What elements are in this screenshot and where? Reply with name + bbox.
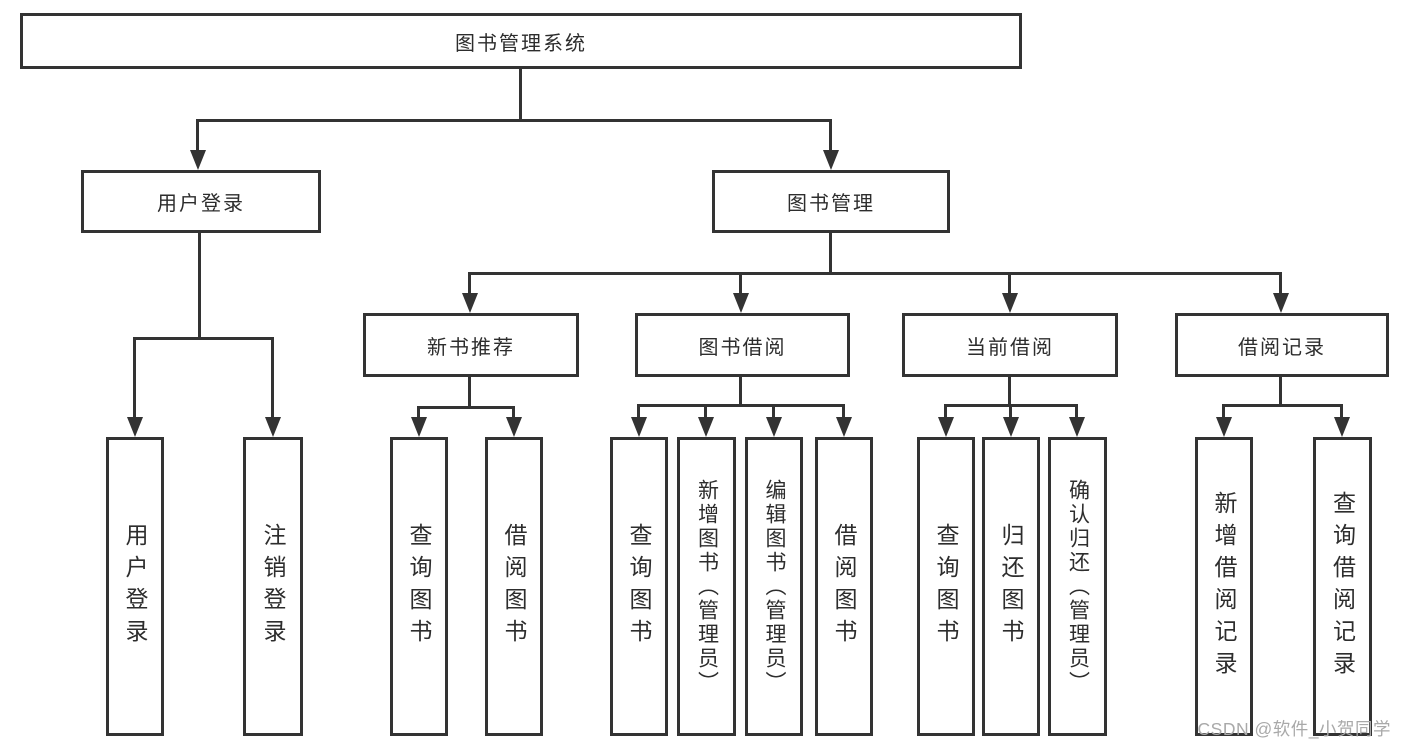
connector-line (739, 377, 742, 406)
arrow-down-icon (766, 417, 782, 437)
connector-line (468, 377, 471, 408)
arrow-down-icon (190, 150, 206, 170)
arrow-down-icon (1216, 417, 1232, 437)
node-user-login: 用户登录 (81, 170, 321, 233)
arrow-down-icon (1273, 293, 1289, 313)
leaf-cb-return-books: 归还图书 (982, 437, 1040, 736)
connector-line (1009, 404, 1012, 419)
connector-line (468, 272, 1282, 275)
arrow-down-icon (1002, 293, 1018, 313)
arrow-down-icon (506, 417, 522, 437)
leaf-cb-query-books: 查询图书 (917, 437, 975, 736)
connector-line (1222, 404, 1343, 407)
leaf-logout: 注销登录 (243, 437, 303, 736)
arrow-down-icon (631, 417, 647, 437)
connector-line (1008, 377, 1011, 406)
leaf-bb-edit-books-admin: 编辑图书（管理员） (745, 437, 803, 736)
node-book-borrowing: 图书借阅 (635, 313, 850, 377)
arrow-down-icon (938, 417, 954, 437)
arrow-down-icon (1069, 417, 1085, 437)
connector-line (1340, 404, 1343, 419)
connector-line (196, 119, 199, 152)
connector-line (519, 69, 522, 122)
connector-line (512, 406, 515, 419)
leaf-br-query-borrow-record: 查询借阅记录 (1313, 437, 1372, 736)
connector-line (772, 404, 775, 419)
watermark: CSDN @软件_小贺同学 (1197, 719, 1391, 739)
connector-line (637, 404, 845, 407)
connector-line (1008, 272, 1011, 295)
connector-line (417, 406, 420, 419)
arrow-down-icon (823, 150, 839, 170)
node-borrow-records: 借阅记录 (1175, 313, 1389, 377)
connector-line (1222, 404, 1225, 419)
connector-line (198, 233, 201, 339)
connector-line (133, 337, 274, 340)
connector-line (704, 404, 707, 419)
connector-line (842, 404, 845, 419)
connector-line (196, 119, 832, 122)
arrow-down-icon (265, 417, 281, 437)
node-book-management: 图书管理 (712, 170, 950, 233)
connector-line (417, 406, 515, 409)
connector-line (829, 119, 832, 152)
leaf-cb-confirm-return-admin: 确认归还（管理员） (1048, 437, 1107, 736)
connector-line (637, 404, 640, 419)
leaf-br-add-borrow-record: 新增借阅记录 (1195, 437, 1253, 736)
leaf-bb-borrow-books: 借阅图书 (815, 437, 873, 736)
connector-line (739, 272, 742, 295)
arrow-down-icon (462, 293, 478, 313)
node-current-borrowing: 当前借阅 (902, 313, 1118, 377)
node-new-book-recommend: 新书推荐 (363, 313, 579, 377)
leaf-bb-query-books: 查询图书 (610, 437, 668, 736)
node-root: 图书管理系统 (20, 13, 1022, 69)
leaf-bb-add-books-admin: 新增图书（管理员） (677, 437, 736, 736)
arrow-down-icon (836, 417, 852, 437)
arrow-down-icon (698, 417, 714, 437)
connector-line (944, 404, 947, 419)
arrow-down-icon (127, 417, 143, 437)
leaf-nbr-query-books: 查询图书 (390, 437, 448, 736)
connector-line (468, 272, 471, 295)
leaf-nbr-borrow-books: 借阅图书 (485, 437, 543, 736)
connector-line (1279, 272, 1282, 295)
arrow-down-icon (1003, 417, 1019, 437)
connector-line (1075, 404, 1078, 419)
connector-line (829, 233, 832, 274)
arrow-down-icon (411, 417, 427, 437)
connector-line (1279, 377, 1282, 406)
arrow-down-icon (733, 293, 749, 313)
connector-line (133, 337, 136, 419)
leaf-user-login: 用户登录 (106, 437, 164, 736)
arrow-down-icon (1334, 417, 1350, 437)
connector-line (271, 337, 274, 419)
